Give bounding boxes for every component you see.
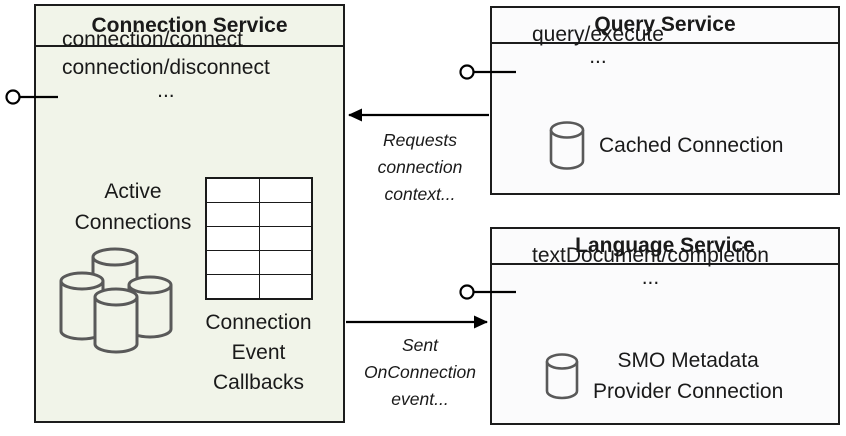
callbacks-table [205,177,313,300]
connection-service-methods: connection/connect connection/disconnect… [62,26,270,102]
ellipsis: ... [157,79,175,102]
ellipsis: ... [589,45,607,68]
method-connect: connection/connect [62,28,243,51]
table-cell [259,251,311,274]
cached-connection-label: Cached Connection [599,133,784,157]
table-cell [207,203,260,226]
ellipsis: ... [641,266,660,289]
active-connections-label: Active Connections [74,180,192,234]
connection-service-box: Connection Service connection/connect co… [34,4,345,423]
lollipop-circle-connection [5,89,21,105]
table-cell [207,275,260,298]
table-cell [259,203,311,226]
cached-connection: Cached Connection [548,120,783,170]
table-cell [207,179,260,202]
table-row [207,179,311,203]
language-service-box: Language Service textDocument/completion… [490,227,840,425]
table-row [207,251,311,275]
connection-event-callbacks-label: Connection Event Callbacks [205,311,312,394]
connection-service-title: Connection Service [36,6,343,47]
table-row [207,227,311,251]
lollipop-circle-language [459,284,475,300]
table-row [207,275,311,298]
query-service-methods: query/execute ... [532,22,664,68]
database-icon [545,353,579,400]
edge-label-requests-connection-context: Requests connection context... [377,130,463,204]
method-textdocument-completion: textDocument/completion [532,244,769,267]
language-service-methods: textDocument/completion ... [532,243,769,289]
method-disconnect: connection/disconnect [62,56,270,79]
table-cell [259,179,311,202]
language-service-title: Language Service [492,229,838,265]
table-cell [259,275,311,298]
database-icon [549,121,585,170]
query-service-title: Query Service [492,8,838,44]
table-row [207,203,311,227]
query-service-box: Query Service query/execute ... Cached C… [490,6,840,195]
table-cell [259,227,311,250]
database-cluster-icon [59,247,173,354]
method-query-execute: query/execute [532,23,664,46]
table-cell [207,251,260,274]
table-cell [207,227,260,250]
edge-label-sent-onconnection-event: Sent OnConnection event... [364,335,476,409]
smo-metadata-provider-connection: SMO Metadata Provider Connection [544,345,783,407]
lollipop-circle-query [459,64,475,80]
smo-label: SMO Metadata Provider Connection [593,349,784,403]
